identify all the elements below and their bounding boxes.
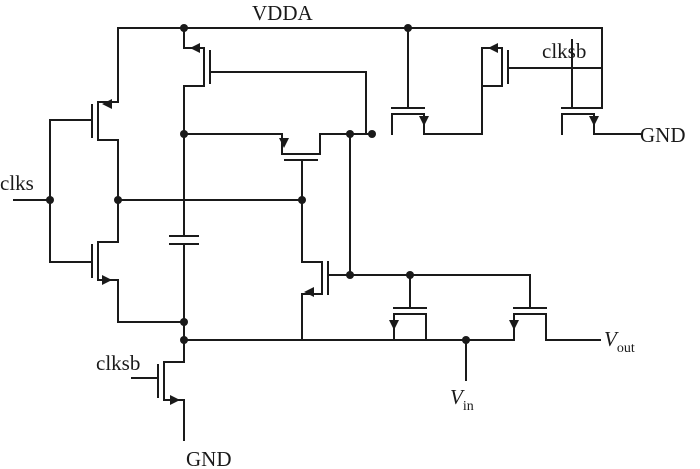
boost-column: [117, 27, 367, 441]
bottom-nmos-arrow-icon: [170, 395, 180, 405]
clks-label: clks: [0, 171, 34, 195]
vout-label: Vout: [604, 327, 635, 356]
center-nmos-arrow-icon: [304, 287, 314, 297]
clksb-nmos-arrow-icon: [589, 116, 599, 126]
left-inverter: [13, 27, 119, 323]
center-nmos: [183, 199, 531, 341]
gnd-right-label: GND: [640, 123, 686, 147]
sampling-switches: [389, 274, 601, 381]
vdda-label: VDDA: [252, 1, 313, 25]
left-sample-nmos-arrow-icon: [389, 320, 399, 330]
left-pmos-arrow-icon: [102, 99, 112, 109]
right-pmos-arrow-icon: [488, 43, 498, 53]
top-right-nmos-arrow-icon: [419, 116, 429, 126]
middle-pmos-arrow-icon: [279, 138, 289, 148]
clksb-top-label: clksb: [542, 39, 586, 63]
vdda-rail: [117, 27, 603, 69]
gnd-bottom-label: GND: [186, 447, 232, 469]
middle-pmos: [183, 133, 373, 201]
left-nmos: [97, 199, 119, 323]
right-sample-nmos-arrow-icon: [509, 320, 519, 330]
junction-dots: [46, 24, 470, 344]
top-right-nmos-pair: [391, 27, 641, 135]
clksb-bottom-label: clksb: [96, 351, 140, 375]
vin-label: Vin: [450, 385, 474, 414]
top-pmos-arrow-icon: [190, 43, 200, 53]
left-pmos: [97, 27, 119, 201]
left-nmos-arrow-icon: [102, 275, 112, 285]
